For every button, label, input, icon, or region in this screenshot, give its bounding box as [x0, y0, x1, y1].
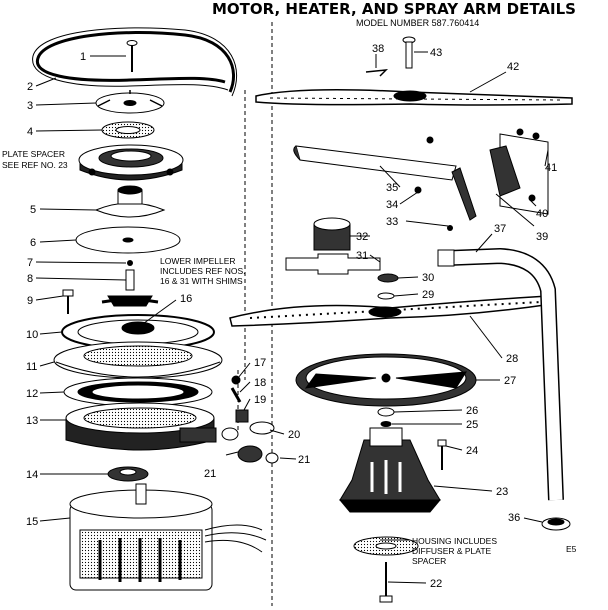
callout-15: 15 — [26, 516, 38, 528]
note-plate-spacer-1: PLATE SPACER — [2, 149, 65, 159]
part-bolt-9 — [62, 289, 74, 314]
callout-6: 6 — [30, 237, 36, 249]
callout-33: 33 — [386, 216, 398, 228]
part-fan-disc — [95, 90, 165, 114]
part-spray-arm-support — [293, 136, 477, 221]
callout-28: 28 — [506, 353, 518, 365]
part-heater-element — [32, 27, 238, 97]
note-impeller-2: INCLUDES REF NOS. — [160, 266, 246, 276]
callout-3: 3 — [27, 100, 33, 112]
callout-7: 7 — [27, 257, 33, 269]
leader-lines — [35, 51, 549, 584]
callout-35: 35 — [386, 182, 398, 194]
callout-42: 42 — [507, 61, 519, 73]
part-nut-7 — [127, 260, 133, 266]
callout-10: 10 — [26, 329, 38, 341]
part-upper-spray-arm — [255, 89, 573, 106]
part-clip-38 — [365, 69, 389, 77]
callout-14: 14 — [26, 469, 38, 481]
part-supply-tube — [437, 247, 564, 501]
callout-20: 20 — [288, 429, 300, 441]
callout-23: 23 — [496, 486, 508, 498]
note-code: E5 — [566, 544, 577, 554]
callout-numbers: 1 2 3 4 5 6 7 8 9 10 11 12 13 14 15 16 1… — [26, 43, 557, 590]
part-motor — [69, 483, 267, 591]
note-housing-3: SPACER — [412, 556, 446, 566]
callout-12: 12 — [26, 388, 38, 400]
part-impeller-blade — [285, 253, 381, 275]
callout-38: 38 — [372, 43, 384, 55]
callout-27: 27 — [504, 375, 516, 387]
callout-39: 39 — [536, 231, 548, 243]
note-housing-2: DIFFUSER & PLATE — [412, 546, 492, 556]
callout-43: 43 — [430, 47, 442, 59]
annotation-notes: PLATE SPACER SEE REF NO. 23 LOWER IMPELL… — [2, 149, 577, 566]
callout-26: 26 — [466, 405, 478, 417]
note-plate-spacer-2: SEE REF NO. 23 — [2, 160, 68, 170]
part-motor-mount — [65, 402, 217, 451]
part-bushing-32 — [313, 217, 351, 251]
note-impeller-3: 16 & 31 WITH SHIMS — [160, 276, 243, 286]
callout-25: 25 — [466, 419, 478, 431]
part-cap-36 — [541, 517, 571, 531]
callout-41: 41 — [545, 162, 557, 174]
callout-29: 29 — [422, 289, 434, 301]
callout-1: 1 — [80, 51, 86, 63]
part-bracket — [489, 128, 549, 215]
part-nut-30 — [377, 273, 399, 300]
callout-32: 32 — [356, 231, 368, 243]
part-bolt-22 — [379, 562, 393, 603]
part-spacer-26 — [377, 407, 395, 427]
part-lower-spray-arm — [229, 295, 554, 327]
part-screw-1 — [126, 40, 138, 72]
part-pin-43 — [402, 36, 416, 69]
part-gasket — [101, 121, 155, 139]
callout-17: 17 — [254, 357, 266, 369]
callout-22: 22 — [430, 578, 442, 590]
part-filter-disc — [295, 353, 477, 407]
part-seal-plate — [63, 377, 213, 407]
callout-2: 2 — [27, 81, 33, 93]
callout-13: 13 — [26, 415, 38, 427]
callout-5: 5 — [30, 204, 36, 216]
callout-18: 18 — [254, 377, 266, 389]
callout-37: 37 — [494, 223, 506, 235]
callout-9: 9 — [27, 295, 33, 307]
part-coupling — [107, 466, 149, 482]
callout-4: 4 — [27, 126, 33, 138]
part-bearing-housing — [94, 185, 166, 218]
callout-21a: 21 — [204, 468, 216, 480]
note-housing-1: HOUSING INCLUDES — [412, 536, 497, 546]
part-pump-housing — [338, 427, 442, 513]
part-pump-body — [53, 341, 223, 379]
part-gasket-plate — [75, 226, 181, 254]
callout-11: 11 — [26, 361, 37, 373]
callout-30: 30 — [422, 272, 434, 284]
diagram-title: MOTOR, HEATER, AND SPRAY ARM DETAILS — [212, 0, 576, 18]
callout-40: 40 — [536, 208, 548, 220]
model-number: MODEL NUMBER 587.760414 — [356, 18, 479, 28]
callout-21b: 21 — [298, 454, 310, 466]
part-screw-24 — [437, 439, 447, 470]
callout-34: 34 — [386, 199, 398, 211]
note-impeller-1: LOWER IMPELLER — [160, 256, 236, 266]
callout-16: 16 — [180, 293, 192, 305]
callout-8: 8 — [27, 273, 33, 285]
part-diffuser-plate — [353, 536, 419, 556]
part-small-hardware — [221, 375, 279, 464]
part-plate-spacer — [78, 144, 184, 181]
callout-24: 24 — [466, 445, 478, 457]
callout-19: 19 — [254, 394, 266, 406]
part-lower-impeller — [101, 269, 159, 307]
part-screw-33 — [447, 225, 453, 231]
callout-36: 36 — [508, 512, 520, 524]
callout-31: 31 — [356, 250, 368, 262]
